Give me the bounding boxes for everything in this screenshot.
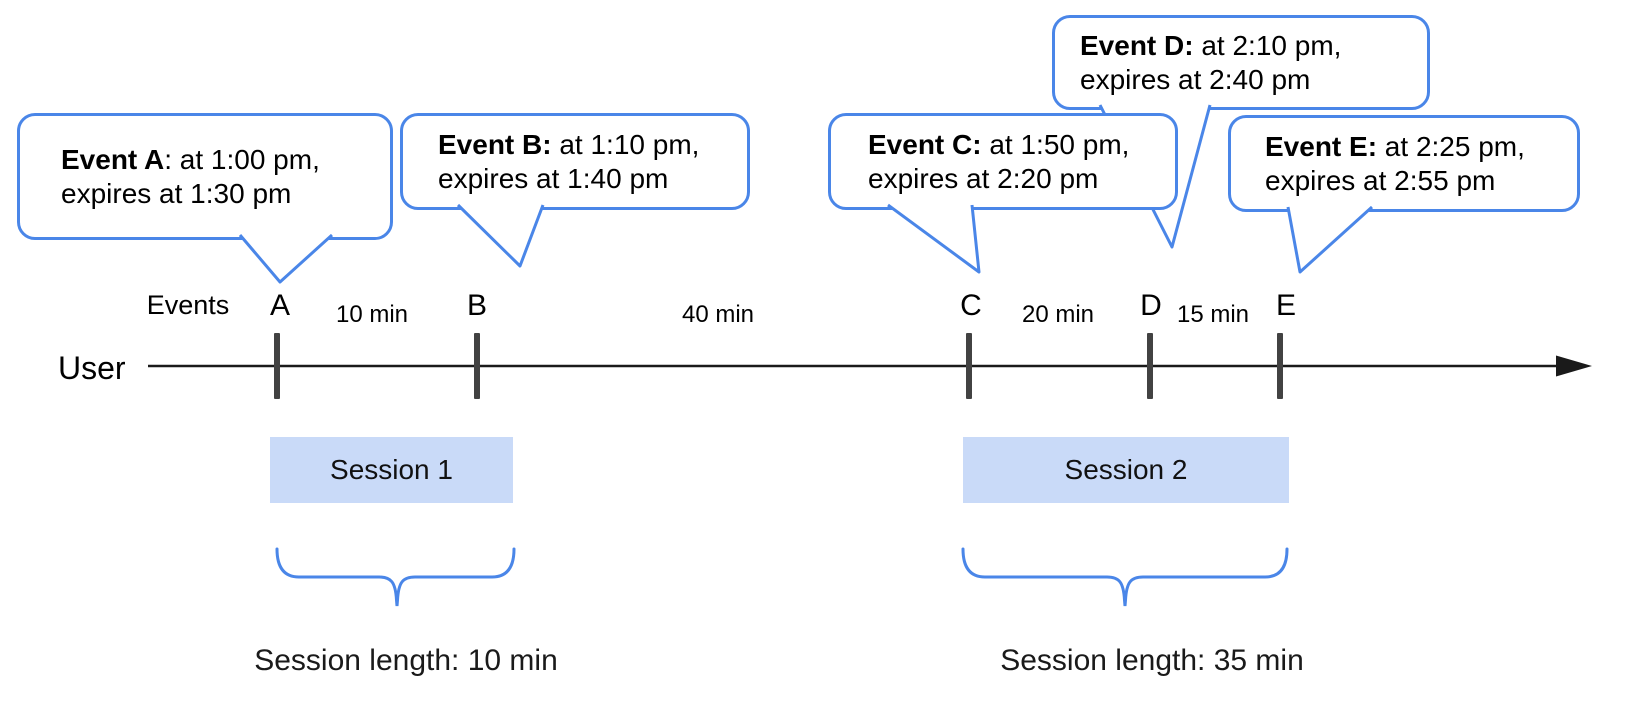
callout-line2: expires at 2:20 pm: [868, 162, 1099, 194]
session-1-length-label: Session length: 10 min: [254, 644, 558, 677]
event-name: Event B:: [438, 128, 552, 160]
callout-line1: Event D: at 2:10 pm,: [1080, 29, 1427, 63]
event-time: at 2:10 pm,: [1193, 29, 1342, 61]
timeline-arrowhead-icon: [1556, 355, 1592, 377]
session-2-brace: [961, 547, 1289, 607]
event-time: at 1:50 pm,: [981, 128, 1130, 160]
callout-event-a: Event A: at 1:00 pm, expires at 1:30 pm: [17, 113, 393, 240]
tick-event-b: [474, 333, 480, 399]
callout-tail-a: [238, 233, 334, 284]
callout-line1: Event B: at 1:10 pm,: [438, 128, 747, 162]
callout-line2: expires at 2:40 pm: [1080, 63, 1311, 95]
tick-event-e: [1277, 333, 1283, 399]
event-name: Event A: [61, 143, 165, 175]
event-letter-e: E: [1275, 289, 1297, 322]
callout-tail-b: [456, 203, 545, 268]
callout-event-e: Event E: at 2:25 pm, expires at 2:55 pm: [1228, 115, 1580, 212]
event-letter-c: C: [960, 289, 982, 322]
callout-line1: Event E: at 2:25 pm,: [1265, 130, 1577, 164]
session-2-box: Session 2: [963, 437, 1289, 503]
tick-event-d: [1147, 333, 1153, 399]
gap-label-b-c: 40 min: [681, 301, 755, 328]
session-2-label: Session 2: [1064, 454, 1188, 485]
session-2-length-label: Session length: 35 min: [1000, 644, 1304, 677]
callout-tail-e: [1286, 205, 1374, 274]
event-name: Event E:: [1265, 130, 1378, 162]
event-time: at 1:10 pm,: [551, 128, 700, 160]
session-1-brace: [275, 547, 516, 607]
callout-line1: Event C: at 1:50 pm,: [868, 128, 1175, 162]
gap-label-a-b: 10 min: [335, 301, 409, 328]
callout-line2: expires at 1:40 pm: [438, 162, 669, 194]
event-time: at 2:25 pm,: [1377, 130, 1525, 162]
callout-line1: Event A: at 1:00 pm,: [61, 143, 390, 177]
events-axis-label: Events: [146, 290, 230, 320]
tick-event-c: [966, 333, 972, 399]
callout-event-c: Event C: at 1:50 pm, expires at 2:20 pm: [828, 113, 1178, 210]
session-1-box: Session 1: [270, 437, 513, 503]
event-name: Event C:: [868, 128, 982, 160]
user-axis-label: User: [58, 350, 126, 386]
event-letter-b: B: [466, 289, 488, 322]
tick-event-a: [274, 333, 280, 399]
callout-line2: expires at 2:55 pm: [1265, 164, 1496, 196]
callout-event-b: Event B: at 1:10 pm, expires at 1:40 pm: [400, 113, 750, 210]
event-time: : at 1:00 pm,: [164, 143, 320, 175]
gap-label-d-e: 15 min: [1176, 301, 1250, 328]
event-letter-a: A: [269, 289, 291, 322]
event-name: Event D:: [1080, 29, 1194, 61]
event-letter-d: D: [1140, 289, 1162, 322]
callout-tail-c: [887, 203, 981, 274]
callout-event-d: Event D: at 2:10 pm, expires at 2:40 pm: [1052, 15, 1430, 110]
callout-line2: expires at 1:30 pm: [61, 177, 292, 209]
gap-label-c-d: 20 min: [1021, 301, 1095, 328]
session-1-label: Session 1: [330, 454, 453, 485]
